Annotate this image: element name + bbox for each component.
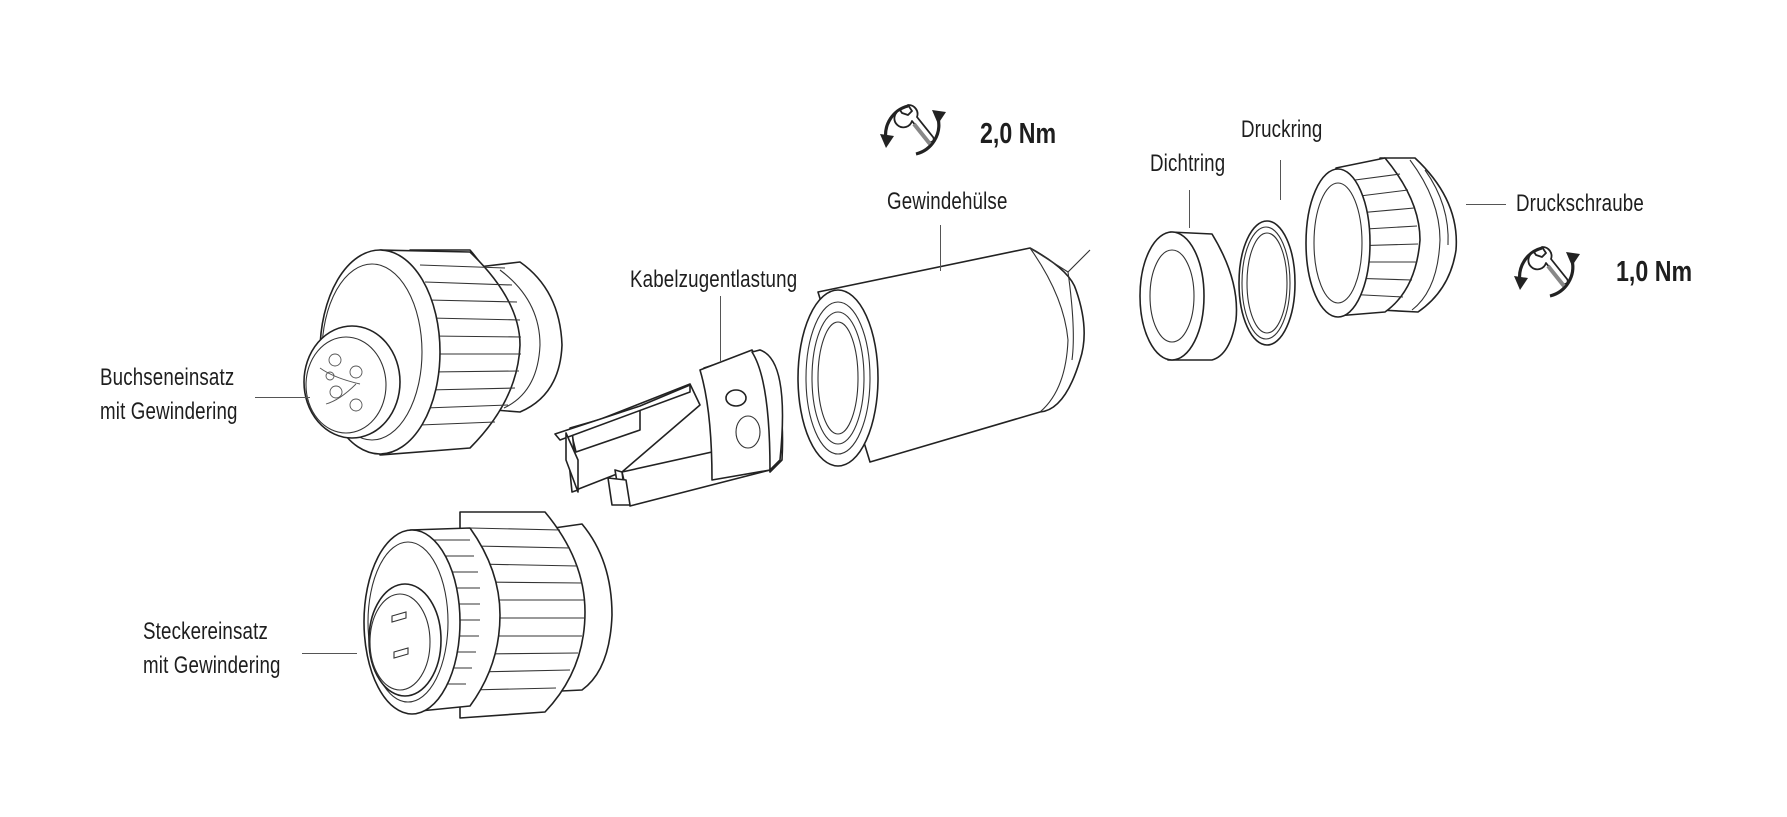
leader-line [302,653,357,655]
label-strain-relief: Kabelzugentlastung [630,266,798,293]
label-socket-insert-line2: mit Gewindering [100,398,238,425]
leader-line [940,225,942,271]
label-plug-insert-line1: Steckereinsatz [143,618,268,645]
threaded-sleeve-part [797,247,1091,467]
label-sealing-ring: Dichtring [1150,150,1226,177]
leader-line [1280,160,1282,200]
torque-value-screw: 1,0 Nm [1616,256,1693,288]
sealing-ring-part [1139,231,1238,361]
pressure-screw-part [1305,157,1458,318]
label-socket-insert-line1: Buchseneinsatz [100,364,235,391]
pressure-ring-part [1238,220,1296,346]
socket-insert-part [303,249,563,456]
wrench-torque-icon [1512,244,1582,298]
leader-line [720,296,722,362]
leader-line [255,397,310,399]
label-pressure-screw: Druckschraube [1516,190,1644,217]
leader-line [1189,190,1191,228]
torque-value-sleeve: 2,0 Nm [980,118,1057,150]
label-threaded-sleeve: Gewindehülse [887,188,1008,215]
leader-line [1466,204,1506,206]
plug-insert-part [363,511,613,719]
wrench-torque-icon [878,102,948,156]
label-plug-insert-line2: mit Gewindering [143,652,281,679]
strain-relief-part [554,349,784,507]
label-pressure-ring: Druckring [1241,116,1323,143]
